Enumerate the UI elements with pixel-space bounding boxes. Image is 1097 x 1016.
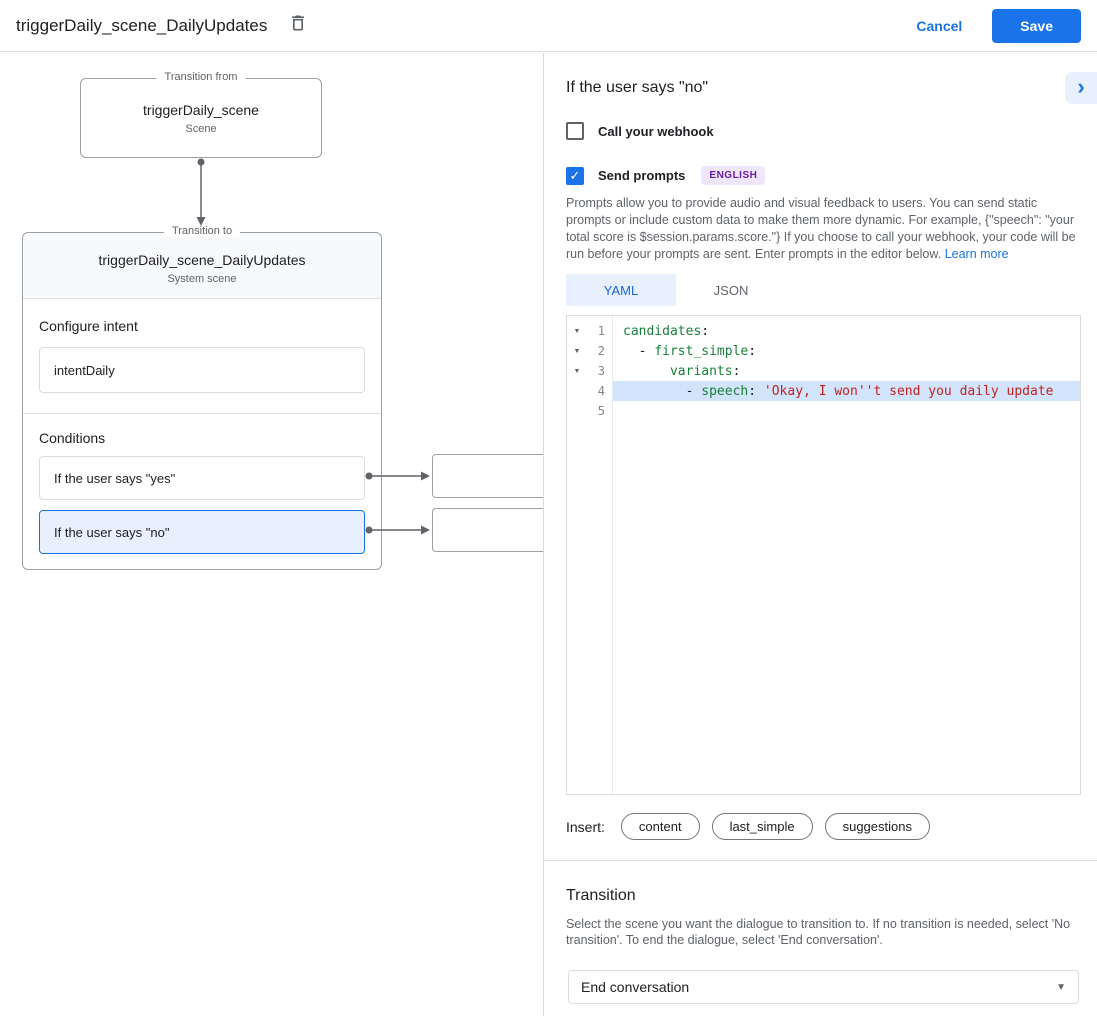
editor-line[interactable]: 5: [567, 401, 1080, 421]
from-node-subtitle: Scene: [185, 122, 217, 135]
insert-suggestions-button[interactable]: suggestions: [824, 813, 930, 840]
insert-content-button[interactable]: content: [620, 813, 700, 840]
top-bar: triggerDaily_scene_DailyUpdates Cancel S…: [0, 0, 1097, 52]
tab-yaml[interactable]: YAML: [566, 274, 676, 306]
condition-row-yes[interactable]: If the user says "yes": [39, 456, 365, 500]
panel-title: If the user says "no": [566, 79, 709, 96]
chevron-right-icon: ›: [1077, 73, 1085, 99]
to-node-body: Configure intent intentDaily Conditions …: [23, 318, 381, 554]
fold-caret-icon[interactable]: ▼: [573, 327, 581, 335]
insert-last-simple-button[interactable]: last_simple: [711, 813, 813, 840]
card-divider: [23, 413, 381, 414]
editor-line[interactable]: 4 - speech: 'Okay, I won''t send you dai…: [567, 381, 1080, 401]
prompts-description: Prompts allow you to provide audio and v…: [566, 195, 1082, 263]
delete-scene-button[interactable]: [285, 13, 311, 39]
panel-divider: [544, 860, 1097, 861]
code-text[interactable]: candidates:: [623, 323, 710, 339]
call-webhook-label: Call your webhook: [598, 123, 714, 139]
intent-field[interactable]: intentDaily: [39, 347, 365, 393]
transition-heading: Transition: [566, 887, 636, 904]
save-button[interactable]: Save: [992, 8, 1081, 43]
transition-to-legend: Transition to: [163, 225, 241, 237]
editor-format-tabs: YAML JSON: [566, 274, 786, 306]
code-lines: ▼ 1 candidates: ▼ 2 - first_simple: ▼ 3 varian…: [567, 321, 1080, 421]
code-text[interactable]: [613, 401, 1080, 421]
line-number: 3: [597, 364, 605, 378]
call-webhook-checkbox[interactable]: [566, 122, 584, 140]
page-title: triggerDaily_scene_DailyUpdates: [16, 15, 268, 35]
line-number: 2: [597, 344, 605, 358]
prompt-code-editor[interactable]: ▼ 1 candidates: ▼ 2 - first_simple: ▼ 3 varian…: [566, 315, 1081, 795]
to-node-title: triggerDaily_scene_DailyUpdates: [98, 252, 306, 268]
transition-from-legend: Transition from: [156, 71, 246, 83]
code-text[interactable]: - first_simple:: [623, 343, 757, 359]
editor-gutter: [567, 316, 613, 794]
trash-icon: [288, 13, 308, 38]
tab-json[interactable]: JSON: [713, 282, 749, 298]
configure-intent-label: Configure intent: [39, 318, 138, 334]
to-node-header[interactable]: triggerDaily_scene_DailyUpdates System s…: [23, 233, 381, 299]
editor-line[interactable]: ▼ 3 variants:: [567, 361, 1080, 381]
editor-line[interactable]: ▼ 2 - first_simple:: [567, 341, 1080, 361]
language-badge: ENGLISH: [701, 166, 766, 185]
transition-to-card: Transition to triggerDaily_scene_DailyUp…: [22, 225, 382, 570]
insert-toolbar: Insert: content last_simple suggestions: [566, 813, 930, 840]
line-number: 1: [597, 324, 605, 338]
dropdown-caret-icon: ▼: [1056, 981, 1066, 993]
send-prompts-label: Send prompts: [598, 168, 686, 183]
condition-editor-panel: If the user says "no" › Call your webhoo…: [544, 53, 1097, 1016]
transition-target-box-no[interactable]: [432, 508, 543, 552]
fold-caret-icon[interactable]: ▼: [573, 347, 581, 355]
webhook-row: Call your webhook: [566, 122, 714, 140]
line-number: 5: [597, 404, 605, 418]
transition-target-box-yes[interactable]: [432, 454, 543, 498]
from-node-title: triggerDaily_scene: [143, 101, 259, 118]
scene-diagram-canvas: Transition from triggerDaily_scene Scene…: [0, 53, 544, 1016]
conditions-label: Conditions: [39, 430, 106, 446]
send-prompts-row: ✓ Send prompts ENGLISH: [566, 166, 766, 185]
fold-caret-icon[interactable]: ▼: [573, 367, 581, 375]
insert-label: Insert:: [566, 818, 605, 835]
transition-select[interactable]: End conversation ▼: [568, 970, 1079, 1004]
line-number: 4: [597, 384, 605, 398]
learn-more-link[interactable]: Learn more: [944, 247, 1009, 261]
condition-row-no[interactable]: If the user says "no": [39, 510, 365, 554]
cancel-button[interactable]: Cancel: [916, 17, 963, 34]
prompts-description-text: Prompts allow you to provide audio and v…: [566, 196, 1076, 261]
code-text[interactable]: variants:: [669, 363, 741, 379]
editor-line[interactable]: ▼ 1 candidates:: [567, 321, 1080, 341]
transition-from-node[interactable]: Transition from triggerDaily_scene Scene: [80, 71, 322, 158]
code-text[interactable]: - speech: 'Okay, I won''t send you daily…: [613, 381, 1080, 401]
transition-description: Select the scene you want the dialogue t…: [566, 917, 1071, 947]
checkmark-icon: ✓: [569, 168, 581, 183]
transition-select-value: End conversation: [581, 979, 690, 995]
collapse-panel-button[interactable]: ›: [1065, 72, 1097, 104]
to-node-subtitle: System scene: [167, 273, 237, 285]
send-prompts-checkbox[interactable]: ✓: [566, 166, 584, 185]
